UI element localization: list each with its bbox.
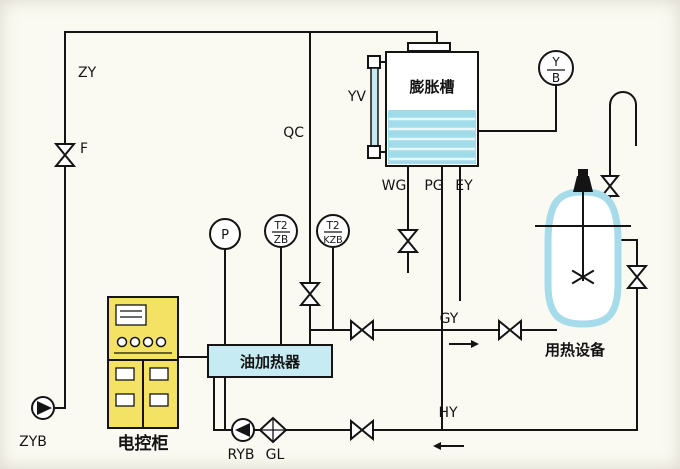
label-equipment: 用热设备: [545, 341, 606, 359]
gauge-t2zb-dial: [264, 214, 298, 248]
flow-arrow-right-icon: [449, 340, 479, 348]
label-qc: QC: [283, 125, 304, 141]
tank-liquid-stripes: [389, 117, 475, 161]
pump-zyb-impeller-icon: [37, 401, 52, 415]
valve-wg-drain: [396, 229, 420, 253]
oil-heater: 油加热器: [207, 344, 333, 378]
heat-equipment: [535, 169, 631, 328]
gauge-p-label: P: [221, 228, 229, 243]
cabinet-louver-3: [115, 393, 135, 407]
label-gl: GL: [266, 447, 285, 463]
cabinet-louver-2: [149, 367, 169, 381]
label-ryb: RYB: [228, 447, 255, 463]
heater-body: [207, 344, 333, 378]
gauge-yb-bottom-label: B: [552, 71, 560, 85]
gauge-t2kzb-top-label: T2: [325, 220, 339, 232]
label-zy: ZY: [78, 65, 97, 81]
flow-arrow-right-head: [471, 340, 479, 348]
control-cabinet: [107, 296, 179, 429]
label-ey: EY: [455, 178, 473, 194]
pump-zyb: [31, 396, 55, 420]
cabinet-knob-4: [155, 336, 167, 348]
gauge-t2-kzb: T2 KZB: [316, 214, 350, 248]
valve-equipment-outlet: [625, 265, 649, 289]
sightglass-top-fitting: [367, 55, 381, 69]
cabinet-knob-3: [142, 336, 154, 348]
gauge-t2zb-bottom-label: ZB: [274, 234, 288, 246]
filter-gl-cross: [260, 418, 286, 442]
label-hy: HY: [438, 405, 458, 421]
valve-hy-return: [350, 418, 374, 442]
level-sight-glass: [367, 55, 381, 159]
label-pg: PG: [424, 178, 443, 194]
sightglass-column: [370, 67, 379, 147]
cabinet-divider: [107, 359, 179, 429]
tank-top-fitting: [407, 42, 451, 52]
valve-f: [53, 143, 77, 167]
gauge-t2kzb-dial: [316, 214, 350, 248]
pipe-vent-hook: [608, 91, 637, 146]
label-f: F: [80, 141, 88, 157]
label-wg: WG: [382, 178, 407, 194]
sightglass-bottom-fitting: [367, 145, 381, 159]
label-cabinet: 电控柜: [118, 433, 169, 454]
cabinet-louver-4: [149, 393, 169, 407]
gauge-t2kzb-bottom-label: KZB: [323, 235, 342, 246]
equipment-motor-cap: [578, 169, 588, 176]
cabinet-knob-1: [116, 336, 128, 348]
filter-gl: [258, 416, 288, 444]
tank-label: 膨胀槽: [409, 78, 454, 96]
valve-gy-downstream: [498, 318, 522, 342]
pump-ryb-impeller-icon: [235, 423, 250, 437]
gauge-p-dial: [209, 218, 241, 250]
flow-arrow-left-icon: [433, 442, 464, 450]
expansion-tank: 膨胀槽: [385, 42, 479, 167]
pipe-yb-gauge-line: [477, 84, 557, 132]
flow-arrow-left-head: [433, 442, 441, 450]
gauge-t2zb-top-label: T2: [273, 220, 287, 232]
gauge-p: P: [209, 218, 241, 250]
label-zyb: ZYB: [19, 434, 47, 450]
equipment-motor-icon: [573, 176, 593, 192]
pump-ryb: [231, 418, 255, 442]
equipment-agitator-blades: [571, 269, 595, 285]
valve-qc: [298, 282, 322, 306]
gauge-yb-top-label: Y: [551, 55, 560, 69]
gauge-yb-dial: [538, 50, 574, 86]
gauge-y-b: Y B: [538, 50, 574, 86]
label-gy: GY: [440, 311, 459, 327]
cabinet-display: [115, 304, 147, 326]
cabinet-louver-1: [115, 367, 135, 381]
cabinet-display-lines: [120, 310, 142, 318]
valve-gy-upstream: [350, 318, 374, 342]
gauge-t2-zb: T2 ZB: [264, 214, 298, 248]
label-yv: YV: [347, 89, 367, 105]
cabinet-knob-2: [129, 336, 141, 348]
heater-label: 油加热器: [240, 353, 301, 371]
